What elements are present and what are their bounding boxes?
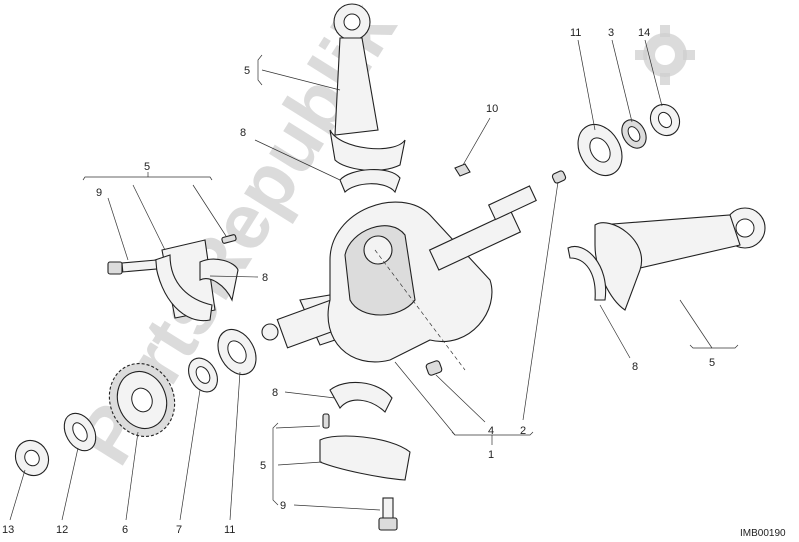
callout-8-bottom: 8 [272,387,278,399]
callout-2: 2 [520,425,526,437]
gear-icon [635,25,695,85]
leader-lines [9,39,739,521]
bearing-shell-right [567,246,607,301]
rod-cap-left [154,239,216,322]
thrust-washer-top [577,124,623,176]
dowel-pin [551,170,567,184]
callout-13: 13 [2,524,14,536]
bearing-shell-bottom [329,381,393,413]
callout-5-left: 5 [144,161,150,173]
connecting-rod-top [329,3,406,171]
callout-5-top: 5 [244,65,250,77]
dowel-left [221,234,237,244]
nut-14 [649,103,681,137]
gear-6 [108,362,176,438]
key-10 [454,163,471,177]
callout-11-bottom: 11 [224,524,235,536]
drawing-code: IMB00190 [740,528,786,539]
callout-4: 4 [488,425,494,437]
bush-7 [188,357,218,393]
callout-10: 10 [486,103,498,115]
bearing-shell-top [339,168,401,194]
bearing-shell-left [199,258,239,302]
washer-12 [63,412,97,452]
spacer-4 [425,360,443,376]
connecting-rod-right [594,207,766,311]
callout-8-top: 8 [240,127,246,139]
callout-1: 1 [488,449,494,461]
callout-5-right: 5 [709,357,715,369]
rod-cap-bottom [319,413,411,481]
callout-8-left: 8 [262,272,268,284]
callout-6: 6 [122,524,128,536]
callout-14: 14 [638,27,650,39]
bolt-9-left [107,259,158,275]
callout-11-top: 11 [570,27,581,39]
callout-3: 3 [608,27,614,39]
bolt-9-bottom [378,497,398,531]
callout-12: 12 [56,524,68,536]
nut-13 [14,439,50,477]
callout-8-right: 8 [632,361,638,373]
crankshaft [261,185,537,371]
thrust-washer-bottom [217,328,257,376]
callout-5-bottom: 5 [260,460,266,472]
callout-7: 7 [176,524,182,536]
callout-9-bottom: 9 [280,500,286,512]
callout-labels: 5 8 10 11 3 14 5 9 8 5 8 8 4 2 1 5 9 13 … [2,27,786,539]
ring-3 [621,119,647,149]
callout-9-left: 9 [96,187,102,199]
